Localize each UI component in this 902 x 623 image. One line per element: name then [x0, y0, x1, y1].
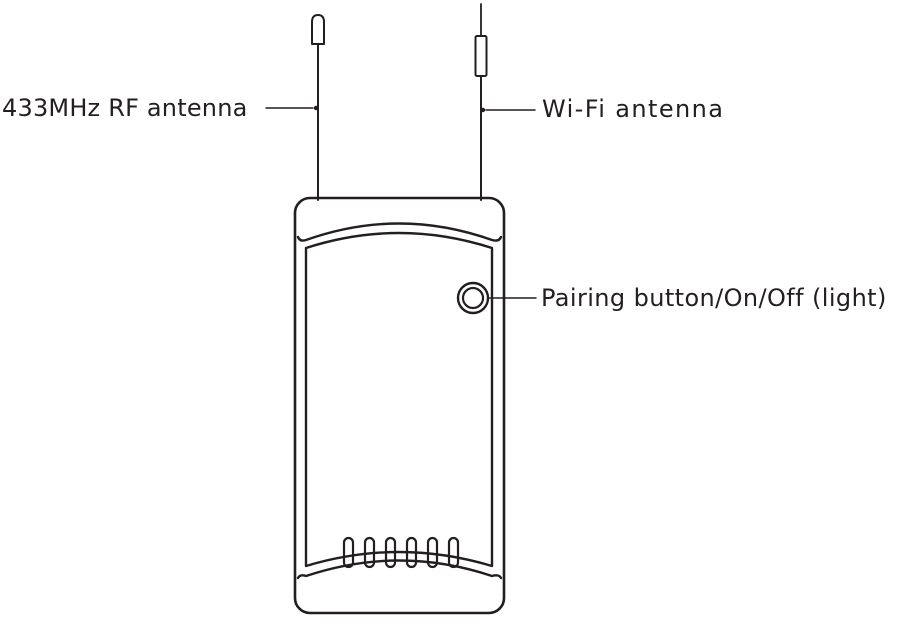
vent-slot	[363, 536, 376, 569]
pairing-button-label: Pairing button/On/Off (light)	[541, 284, 887, 312]
vent-slot	[384, 536, 397, 569]
pairing-button	[456, 281, 537, 315]
vent-slot	[426, 536, 439, 569]
device-body	[293, 196, 506, 615]
wifi-antenna-label: Wi-Fi antenna	[542, 95, 725, 123]
device-inner-panel	[304, 231, 494, 568]
vent-slots	[342, 536, 460, 569]
wifi-antenna-leader-dot	[480, 107, 486, 113]
pairing-button-inner-ring	[461, 286, 485, 310]
rf-antenna-tip	[311, 14, 325, 45]
wifi-antenna-coil	[474, 35, 488, 77]
vent-slot	[405, 536, 418, 569]
device-bottom-cap	[296, 559, 503, 580]
device-outer-shell	[293, 196, 506, 615]
rf-antenna-leader-dot	[313, 105, 319, 111]
rf-antenna-label: 433MHz RF antenna	[2, 94, 248, 122]
vent-slot	[342, 536, 355, 569]
pairing-button-outer-ring	[456, 281, 490, 315]
device-top-cap	[296, 222, 503, 242]
rf-antenna	[265, 14, 325, 201]
wifi-antenna	[474, 3, 536, 201]
vent-slot	[447, 536, 460, 569]
